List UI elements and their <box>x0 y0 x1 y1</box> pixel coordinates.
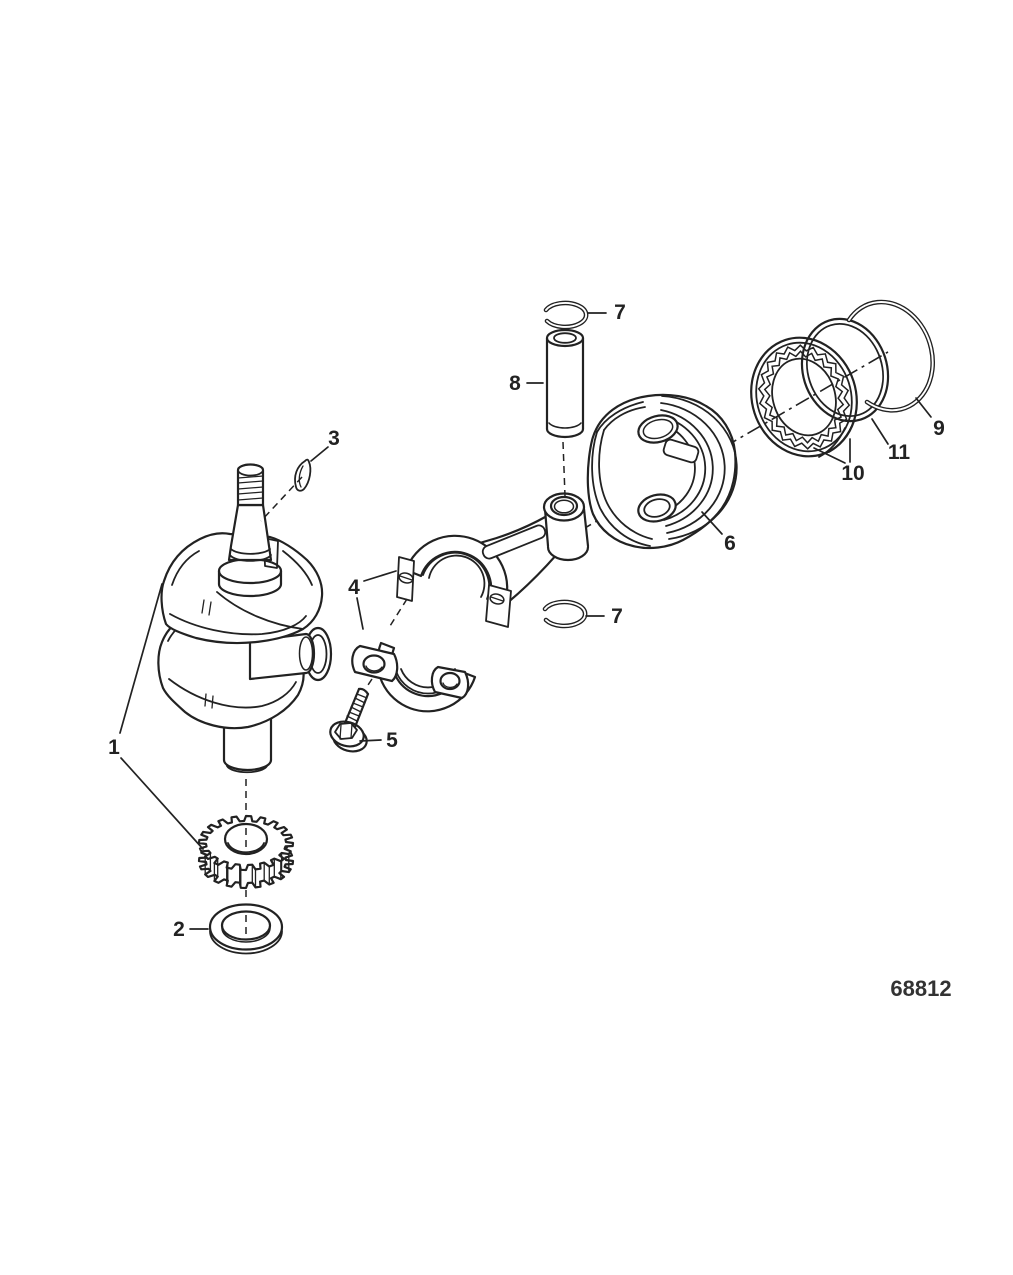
crankshaft <box>157 463 333 774</box>
leader-lines <box>119 312 932 930</box>
callout-1: 1 <box>108 736 120 759</box>
retaining-ring-top <box>543 300 589 330</box>
drawing-number: 68812 <box>890 976 951 1001</box>
rod-cap <box>351 641 477 713</box>
piston-pin <box>545 325 585 497</box>
callouts: 1 2 3 4 5 6 7 7 8 9 10 11 <box>108 301 945 941</box>
callout-9: 9 <box>933 417 945 440</box>
snap-ring <box>846 299 936 413</box>
thrust-washer <box>208 903 284 955</box>
callout-7-bottom: 7 <box>611 605 623 628</box>
callout-3: 3 <box>328 427 340 450</box>
callout-7-top: 7 <box>614 301 626 324</box>
callout-4: 4 <box>348 576 360 599</box>
oil-ring-set <box>750 336 858 458</box>
rod-bolt <box>329 678 373 753</box>
bolt-threads <box>346 693 368 722</box>
callout-6: 6 <box>724 532 736 555</box>
callout-8: 8 <box>509 372 521 395</box>
thread-lines <box>237 475 264 501</box>
callout-10: 10 <box>841 462 864 485</box>
piston <box>586 393 738 550</box>
connecting-rod <box>389 492 590 628</box>
compression-ring <box>800 317 890 423</box>
callout-11: 11 <box>888 441 911 464</box>
callout-5: 5 <box>386 729 398 752</box>
crankshaft-gear <box>197 814 295 890</box>
retaining-ring-bottom <box>542 599 588 629</box>
woodruff-key <box>260 458 312 522</box>
callout-2: 2 <box>173 918 185 941</box>
